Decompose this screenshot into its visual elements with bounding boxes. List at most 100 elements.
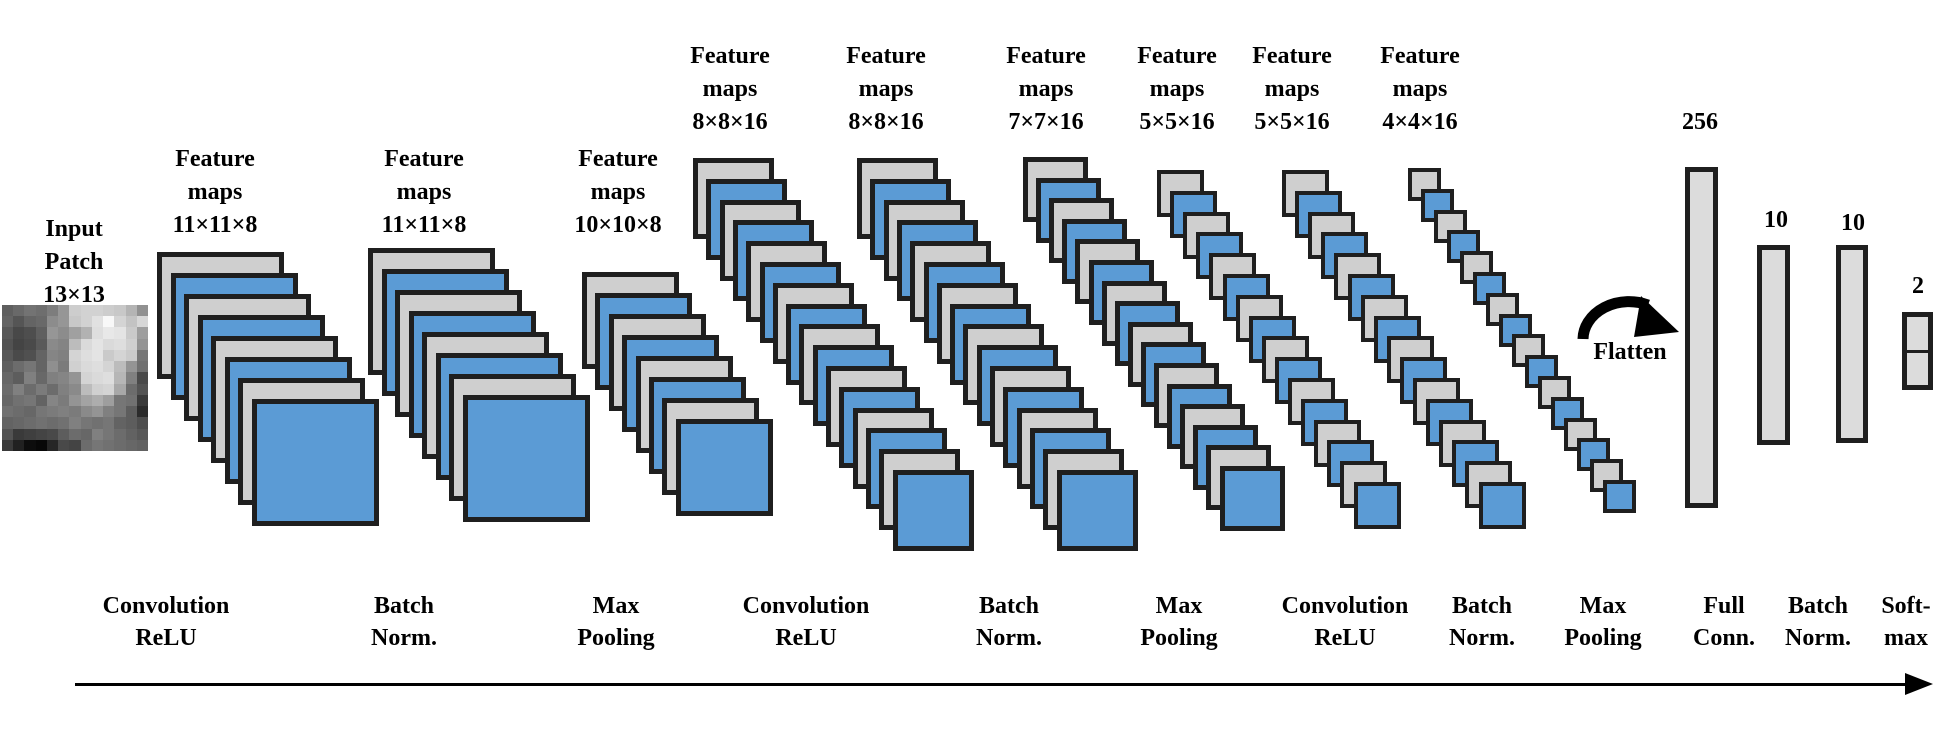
pixel-cell: [69, 349, 81, 362]
pixel-cell: [58, 349, 70, 362]
pixel-cell: [114, 417, 126, 429]
pixel-cell: [91, 417, 104, 429]
pixel-cell: [24, 361, 36, 373]
feature-map-layer: [462, 395, 590, 522]
pixel-cell: [91, 383, 104, 395]
pixel-cell: [103, 372, 115, 384]
pixel-cell: [103, 316, 115, 328]
fc-bar-label: 2: [1912, 273, 1924, 299]
pixel-cell: [35, 406, 47, 418]
pixel-cell: [125, 305, 137, 317]
stack-label: Feature maps 8×8×16: [846, 43, 926, 135]
pixel-cell: [13, 439, 25, 451]
op-label: Max Pooling: [577, 593, 655, 651]
pixel-cell: [114, 327, 126, 339]
pixel-cell: [24, 338, 36, 350]
pixel-cell: [24, 349, 36, 362]
pixel-cell: [80, 394, 92, 407]
pixel-cell: [91, 428, 104, 440]
pixel-cell: [35, 361, 47, 373]
pixel-cell: [125, 383, 137, 395]
fc-layer-bar: [1836, 245, 1868, 443]
pixel-cell: [35, 428, 47, 440]
pixel-cell: [91, 316, 104, 328]
pixel-cell: [46, 338, 59, 350]
pixel-cell: [46, 361, 59, 373]
pixel-cell: [69, 428, 81, 440]
pixel-cell: [114, 428, 126, 440]
pixel-cell: [58, 428, 70, 440]
stack-label: Feature maps 5×5×16: [1252, 43, 1332, 135]
pixel-cell: [2, 316, 14, 328]
pixel-cell: [114, 406, 126, 418]
feature-map-layer: [1219, 466, 1285, 531]
pixel-cell: [114, 338, 126, 350]
op-label: Batch Norm.: [1449, 593, 1515, 651]
stack-label: Feature maps 7×7×16: [1006, 43, 1086, 135]
pixel-cell: [125, 406, 137, 418]
pixel-cell: [136, 316, 148, 328]
pixel-cell: [103, 417, 115, 429]
pixel-cell: [69, 361, 81, 373]
fc-bar-label: 10: [1841, 210, 1865, 236]
pixel-cell: [114, 383, 126, 395]
pixel-cell: [69, 406, 81, 418]
pixel-cell: [125, 394, 137, 407]
op-label: Batch Norm.: [976, 593, 1042, 651]
pixel-cell: [13, 305, 25, 317]
stack-label: Feature maps 4×4×16: [1380, 43, 1460, 135]
op-label: Max Pooling: [1564, 593, 1642, 651]
pixel-cell: [125, 327, 137, 339]
pixel-cell: [2, 417, 14, 429]
pixel-cell: [35, 349, 47, 362]
flatten-arrow-icon: [1577, 296, 1679, 340]
pixel-cell: [13, 349, 25, 362]
pixel-cell: [24, 417, 36, 429]
pixel-cell: [24, 383, 36, 395]
pixel-cell: [136, 338, 148, 350]
pixel-cell: [103, 349, 115, 362]
pixel-cell: [136, 349, 148, 362]
stack-label: Feature maps 5×5×16: [1137, 43, 1217, 135]
pixel-cell: [2, 372, 14, 384]
pixel-cell: [46, 417, 59, 429]
pixel-cell: [136, 439, 148, 451]
pixel-cell: [69, 439, 81, 451]
pixel-cell: [136, 417, 148, 429]
pixel-cell: [69, 394, 81, 407]
op-label: Batch Norm.: [1785, 593, 1851, 651]
pixel-cell: [80, 372, 92, 384]
pixel-cell: [136, 428, 148, 440]
pixel-cell: [24, 428, 36, 440]
fc-bar-label: 10: [1764, 207, 1788, 233]
pixel-cell: [58, 316, 70, 328]
pixel-cell: [91, 349, 104, 362]
pixel-cell: [58, 406, 70, 418]
pixel-cell: [125, 316, 137, 328]
pixel-cell: [2, 361, 14, 373]
pixel-cell: [103, 338, 115, 350]
stack-label: Feature maps 11×11×8: [381, 146, 467, 238]
pixel-cell: [80, 383, 92, 395]
pixel-cell: [80, 338, 92, 350]
pixel-cell: [125, 372, 137, 384]
fc-bar-label: 256: [1682, 109, 1718, 135]
op-label: Convolution ReLU: [1281, 593, 1409, 651]
pixel-cell: [136, 361, 148, 373]
pixel-cell: [35, 439, 47, 451]
op-label: Soft- max: [1881, 593, 1931, 651]
pixel-cell: [80, 305, 92, 317]
pixel-cell: [125, 361, 137, 373]
op-label: Convolution ReLU: [102, 593, 230, 651]
pixel-cell: [13, 417, 25, 429]
pixel-cell: [58, 417, 70, 429]
pixel-cell: [46, 349, 59, 362]
fc-layer-bar: [1902, 312, 1933, 390]
pixel-cell: [80, 406, 92, 418]
pixel-cell: [2, 338, 14, 350]
pixel-cell: [35, 316, 47, 328]
pixel-cell: [13, 327, 25, 339]
pixel-cell: [46, 428, 59, 440]
pixel-cell: [24, 372, 36, 384]
pixel-cell: [58, 394, 70, 407]
